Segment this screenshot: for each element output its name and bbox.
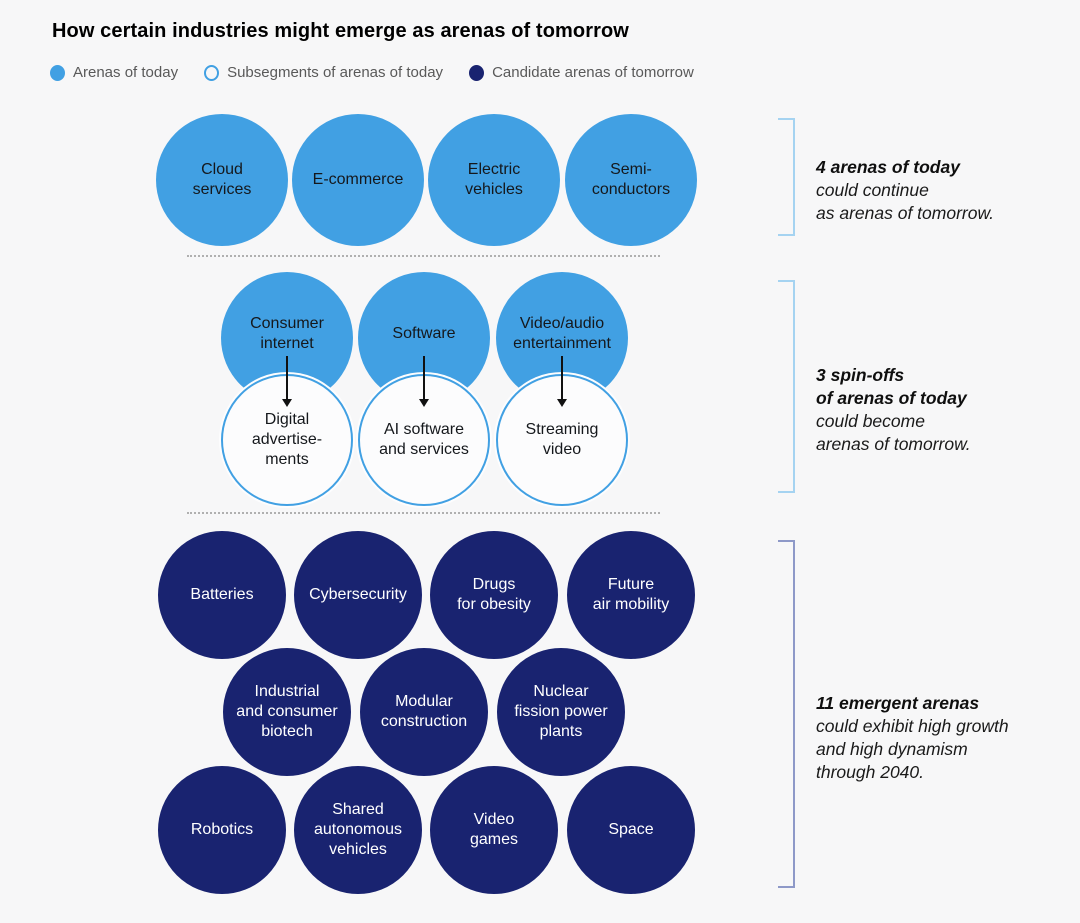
legend: Arenas of today Subsegments of arenas of…	[50, 64, 694, 81]
circle-future-air-mobility: Future air mobility	[564, 528, 698, 662]
circle-electric-vehicles: Electric vehicles	[428, 114, 560, 246]
circle-video-games: Video games	[427, 763, 561, 897]
annotation-bold-text: 3 spin-offs of arenas of today	[816, 365, 967, 409]
legend-label: Candidate arenas of tomorrow	[492, 64, 694, 81]
legend-label: Arenas of today	[73, 64, 179, 81]
annotation-body-text: could continue as arenas of tomorrow.	[816, 180, 994, 224]
annotation-body-text: could become arenas of tomorrow.	[816, 411, 971, 455]
filled-lightblue-dot-icon	[50, 64, 65, 81]
dotted-divider	[187, 512, 660, 514]
outlined-lightblue-dot-icon	[204, 64, 220, 81]
circle-modular-construction: Modular construction	[357, 645, 491, 779]
legend-item-candidate-arenas: Candidate arenas of tomorrow	[469, 64, 694, 81]
bracket-arenas-of-today	[778, 118, 795, 236]
circle-digital-advertisements: Digital advertise- ments	[221, 374, 353, 506]
down-arrow-icon	[282, 356, 292, 407]
annotation-bold-text: 11 emergent arenas	[816, 693, 980, 714]
circle-semiconductors: Semi- conductors	[565, 114, 697, 246]
circle-robotics: Robotics	[155, 763, 289, 897]
annotation-body-text: could exhibit high growth and high dynam…	[816, 716, 1009, 783]
page-title: How certain industries might emerge as a…	[52, 20, 629, 42]
dotted-divider	[187, 255, 660, 257]
legend-label: Subsegments of arenas of today	[227, 64, 444, 81]
circle-nuclear-fission-power-plants: Nuclear fission power plants	[494, 645, 628, 779]
legend-item-arenas-of-today: Arenas of today	[50, 64, 178, 81]
bracket-emergent-arenas	[778, 540, 795, 888]
legend-item-subsegments: Subsegments of arenas of today	[204, 64, 443, 81]
circle-space: Space	[564, 763, 698, 897]
circle-e-commerce: E-commerce	[292, 114, 424, 246]
circle-cloud-services: Cloud services	[156, 114, 288, 246]
annotation-bold-text: 4 arenas of today	[816, 157, 960, 178]
circle-batteries: Batteries	[155, 528, 289, 662]
circle-shared-autonomous-vehicles: Shared autonomous vehicles	[291, 763, 425, 897]
circle-cybersecurity: Cybersecurity	[291, 528, 425, 662]
bracket-spin-offs	[778, 280, 795, 493]
down-arrow-icon	[557, 356, 567, 407]
down-arrow-icon	[419, 356, 429, 407]
filled-navy-dot-icon	[469, 64, 485, 81]
circle-drugs-for-obesity: Drugs for obesity	[427, 528, 561, 662]
circle-ai-software-and-services: AI software and services	[358, 374, 490, 506]
circle-industrial-consumer-biotech: Industrial and consumer biotech	[220, 645, 354, 779]
